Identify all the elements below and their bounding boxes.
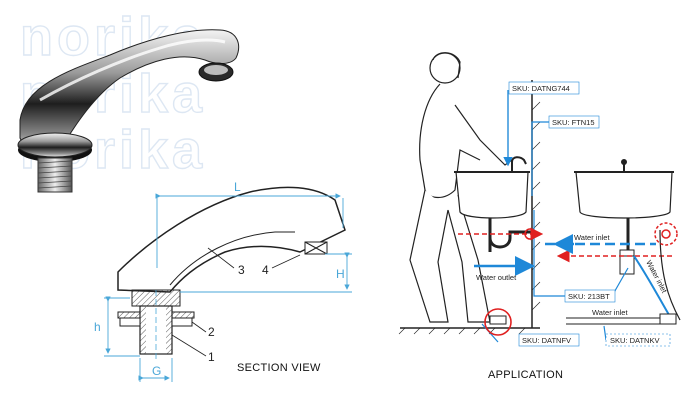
- section-view-caption: SECTION VIEW: [237, 362, 321, 374]
- application-diagram: SKU: DATNG744 SKU: FTN15 SKU: 213BT SKU:…: [398, 52, 681, 347]
- dimension-thread-label: G: [152, 364, 161, 378]
- part-number-2: 2: [208, 325, 215, 339]
- section-view-drawing: 1 2 3 4 L H h G: [94, 180, 352, 382]
- part-number-1: 1: [208, 350, 215, 364]
- sku-filter-label: SKU: FTN15: [552, 118, 595, 127]
- sku-faucet-label: SKU: DATNG744: [512, 84, 570, 93]
- application-caption: APPLICATION: [488, 369, 563, 381]
- faucet-photo: [17, 29, 240, 193]
- person-figure: [409, 52, 513, 323]
- water-inlet-bottom-label: Water inlet: [592, 308, 628, 317]
- part-number-4: 4: [262, 263, 269, 277]
- water-inlet-top-label: Water inlet: [574, 233, 610, 242]
- dimension-base-height-label: h: [94, 320, 101, 334]
- part-number-3: 3: [238, 263, 245, 277]
- sku-connector-label: SKU: DATNKV: [610, 336, 659, 345]
- sku-foot-valve-label: SKU: DATNFV: [522, 336, 571, 345]
- dimension-length-label: L: [234, 180, 241, 194]
- water-outlet-label: Water outlet: [476, 273, 517, 282]
- sku-valve-label: SKU: 213BT: [568, 292, 610, 301]
- dimension-spout-height-label: H: [336, 267, 345, 281]
